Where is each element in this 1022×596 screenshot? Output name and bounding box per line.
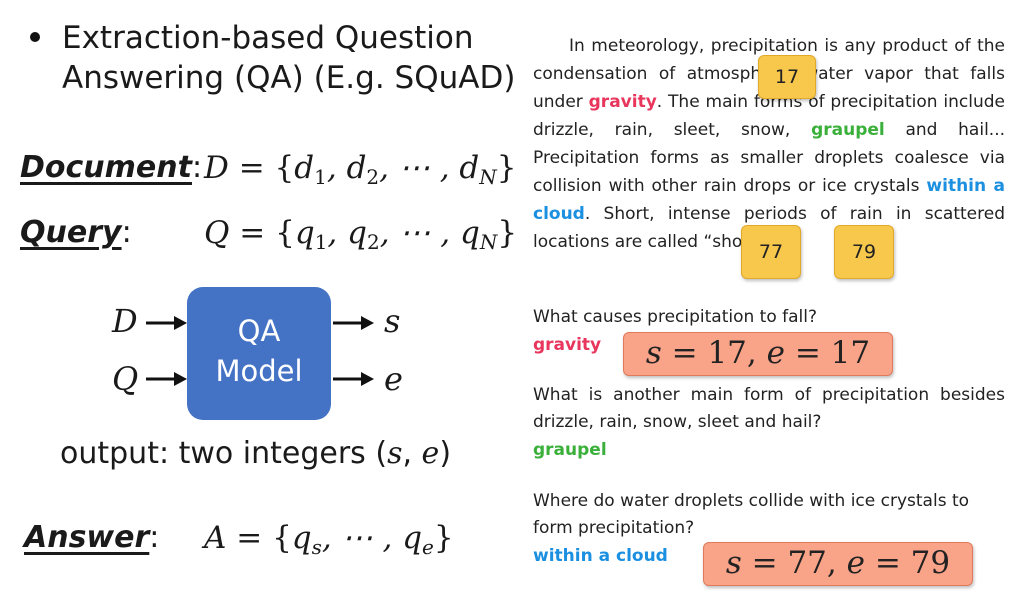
document-label: Document [20, 150, 192, 185]
span-pill-1: s = 17, e = 17 [623, 332, 893, 376]
passage-paragraph: In meteorology, precipitation is any pro… [533, 36, 1005, 252]
index-tag-79: 79 [834, 225, 894, 279]
graupel-highlight: graupel [811, 120, 885, 140]
arrow-e-head [361, 372, 374, 386]
question-2: What is another main form of precipitati… [533, 385, 1005, 432]
bullet-dot [30, 32, 40, 42]
answer-row: Answer: [24, 520, 159, 555]
cloud-highlight: within a cloud [533, 176, 1005, 224]
query-row: Query: [20, 215, 132, 250]
answer-3: within a cloud [533, 546, 668, 566]
output-arrows [333, 316, 374, 386]
passage: In meteorology, precipitation is any pro… [533, 32, 1005, 256]
query-equation: Q = {q1, q2, ⋯ , qN} [204, 215, 518, 254]
answer-equation: A = {qs, ⋯ , qe} [204, 520, 454, 559]
arrow-d-head [174, 316, 187, 330]
document-equation: D = {d1, d2, ⋯ , dN} [204, 150, 517, 189]
document-row: Document: [20, 150, 202, 185]
query-colon: : [121, 215, 132, 250]
question-1: What causes precipitation to fall? [533, 307, 818, 327]
bullet-text: Extraction-based Question Answering (QA)… [62, 20, 516, 96]
qa-box-line2: Model [215, 354, 303, 388]
question-3: Where do water droplets collide with ice… [533, 491, 970, 538]
index-tag-77: 77 [741, 225, 801, 279]
qa-model-box: QA Model [187, 287, 331, 420]
arrow-s-head [361, 316, 374, 330]
input-d-label: D [112, 302, 138, 340]
output-s-label: s [384, 302, 401, 340]
answer-2: graupel [533, 440, 607, 460]
answer-label: Answer [24, 520, 150, 555]
output-description: output: two integers (s, e) [60, 436, 452, 471]
input-arrows [146, 316, 187, 386]
answer-colon: : [149, 520, 160, 555]
document-colon: : [191, 150, 203, 185]
gravity-highlight: gravity [588, 92, 657, 112]
qa-box-line1: QA [237, 314, 281, 348]
arrow-q-head [174, 372, 187, 386]
output-e-label: e [384, 360, 403, 398]
query-label: Query [20, 215, 122, 250]
bullet-point: Extraction-based Question Answering (QA)… [30, 18, 522, 98]
index-tag-17: 17 [758, 55, 816, 99]
input-q-label: Q [112, 360, 139, 398]
span-pill-3: s = 77, e = 79 [703, 542, 973, 586]
answer-1: gravity [533, 335, 602, 355]
